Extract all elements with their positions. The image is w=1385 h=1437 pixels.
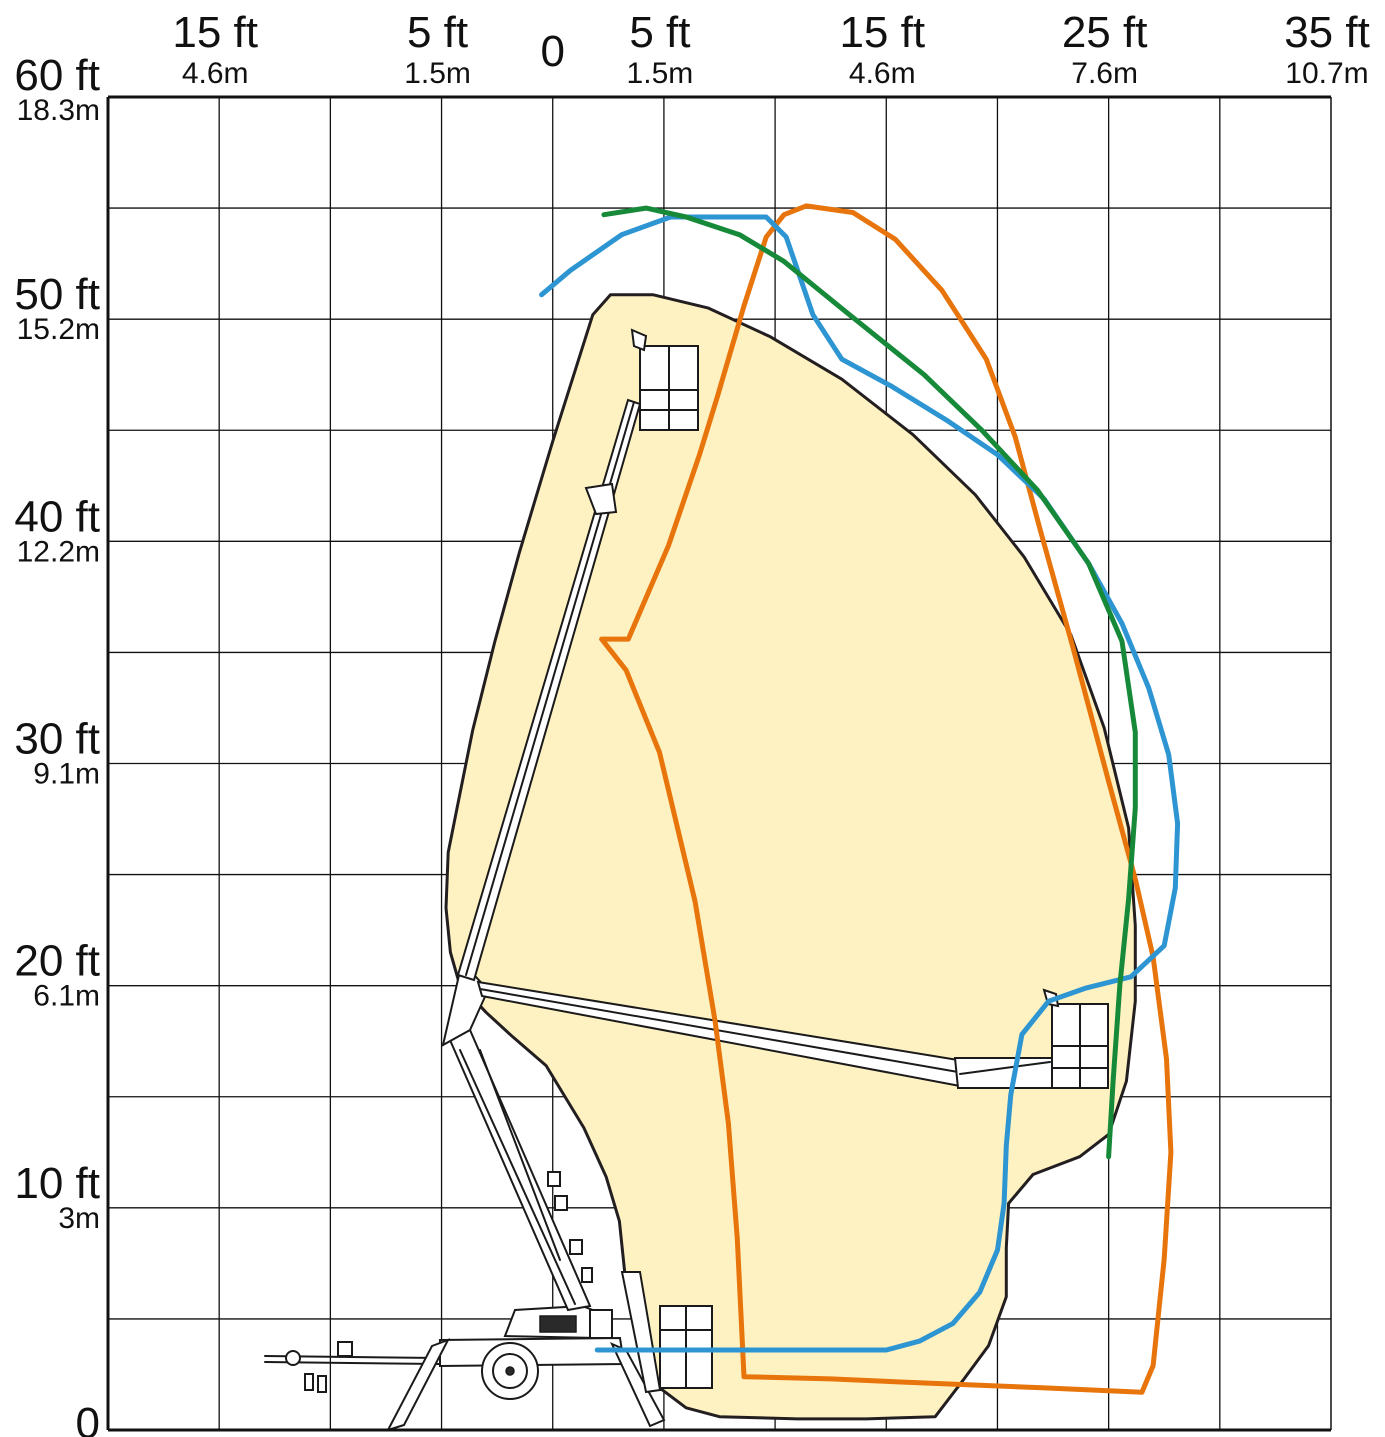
x-tick-label: 5 ft [407, 8, 468, 57]
reach-curve-green [601, 205, 1138, 1160]
x-tick-label-metric: 1.5m [404, 57, 471, 90]
y-tick-label-metric: 12.2m [17, 535, 100, 568]
x-tick-label: 25 ft [1062, 8, 1148, 57]
x-tick-label-metric: 7.6m [1071, 57, 1138, 90]
reach-curves [539, 203, 1181, 1395]
y-tick-label-metric: 6.1m [33, 980, 100, 1013]
x-tick-label-metric: 4.6m [849, 57, 916, 90]
y-tick-label: 20 ft [14, 937, 100, 986]
y-tick-label: 10 ft [14, 1159, 100, 1208]
x-tick-label: 0 [540, 27, 564, 76]
y-tick-label: 40 ft [14, 492, 100, 541]
x-tick-label-metric: 4.6m [182, 57, 249, 90]
x-tick-label: 35 ft [1284, 8, 1370, 57]
y-tick-label: 0 [76, 1399, 100, 1437]
x-tick-label: 15 ft [839, 8, 925, 57]
y-tick-label: 50 ft [14, 270, 100, 319]
y-tick-label-metric: 15.2m [17, 313, 100, 346]
x-tick-label-metric: 1.5m [627, 57, 694, 90]
turret-icon [503, 1304, 613, 1340]
y-tick-label-metric: 3m [58, 1202, 100, 1235]
y-tick-label: 30 ft [14, 715, 100, 764]
y-tick-label-metric: 9.1m [33, 758, 100, 791]
trailer-chassis-icon [264, 1336, 666, 1432]
stowed-platform-icon [620, 1271, 713, 1394]
chart-frame [106, 95, 1332, 1432]
lower-boom-icon [441, 959, 593, 1312]
reach-curve-orange [599, 203, 1174, 1395]
x-tick-label-metric: 10.7m [1285, 57, 1368, 90]
upper-boom-raised-icon [456, 328, 699, 982]
y-tick-label: 60 ft [14, 51, 100, 100]
x-tick-label: 15 ft [172, 8, 258, 57]
x-tick-label: 5 ft [629, 8, 690, 57]
y-tick-label-metric: 18.3m [17, 94, 100, 127]
